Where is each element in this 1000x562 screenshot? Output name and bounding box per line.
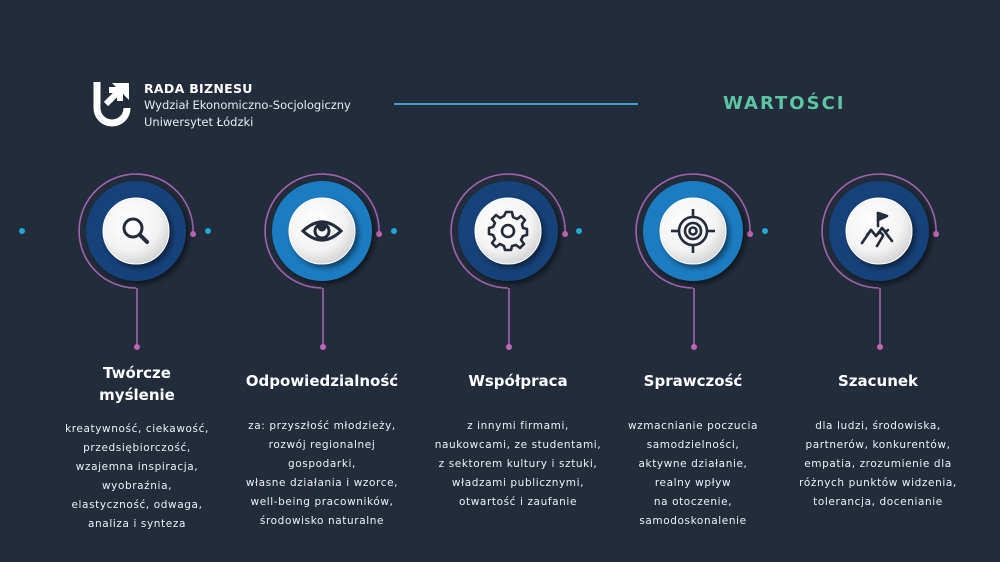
value-description: wzmacnianie poczucia samodzielności, akt… <box>627 420 759 527</box>
value-title: Twórcze myślenie <box>99 364 175 404</box>
brand-university: Uniwersytet Łódzki <box>144 115 254 129</box>
magnifier-icon <box>122 217 149 244</box>
target-icon <box>671 209 715 253</box>
value-column-3: Współpraca z innymi firmami, naukowcami,… <box>425 359 611 512</box>
brand-faculty: Wydział Ekonomiczno-Socjologiczny <box>144 98 351 112</box>
gear-icon <box>487 210 529 252</box>
mountain-flag-icon <box>860 211 894 248</box>
value-title: Odpowiedzialność <box>245 372 399 390</box>
brand-block: RADA BIZNESU Wydział Ekonomiczno-Socjolo… <box>144 80 351 131</box>
value-description: dla ludzi, środowiska, partnerów, konkur… <box>799 420 957 508</box>
value-description: za: przyszłość młodzieży, rozwój regiona… <box>245 420 399 527</box>
value-description: z innymi firmami, naukowcami, ze student… <box>434 420 602 508</box>
value-column-4: Sprawczość wzmacnianie poczucia samodzie… <box>600 359 786 531</box>
value-title: Szacunek <box>837 372 919 390</box>
value-node-3 <box>390 173 569 351</box>
value-node-1 <box>18 173 197 351</box>
value-column-1: Twórcze myślenie kreatywność, ciekawość,… <box>44 362 230 534</box>
page-title: WARTOŚCI <box>723 93 846 114</box>
value-column-5: Szacunek dla ludzi, środowiska, partneró… <box>785 359 971 512</box>
eye-icon <box>300 220 344 242</box>
value-description: kreatywność, ciekawość, przedsiębiorczoś… <box>65 423 209 530</box>
value-node-5 <box>761 173 940 351</box>
value-title: Współpraca <box>468 372 568 390</box>
header-divider <box>394 103 638 105</box>
value-title: Sprawczość <box>643 372 743 390</box>
brand-name: RADA BIZNESU <box>144 81 253 96</box>
value-node-4 <box>575 173 754 351</box>
value-column-2: Odpowiedzialność za: przyszłość młodzież… <box>229 359 415 531</box>
rada-biznesu-logo-icon <box>93 82 131 127</box>
value-node-2 <box>204 173 383 351</box>
